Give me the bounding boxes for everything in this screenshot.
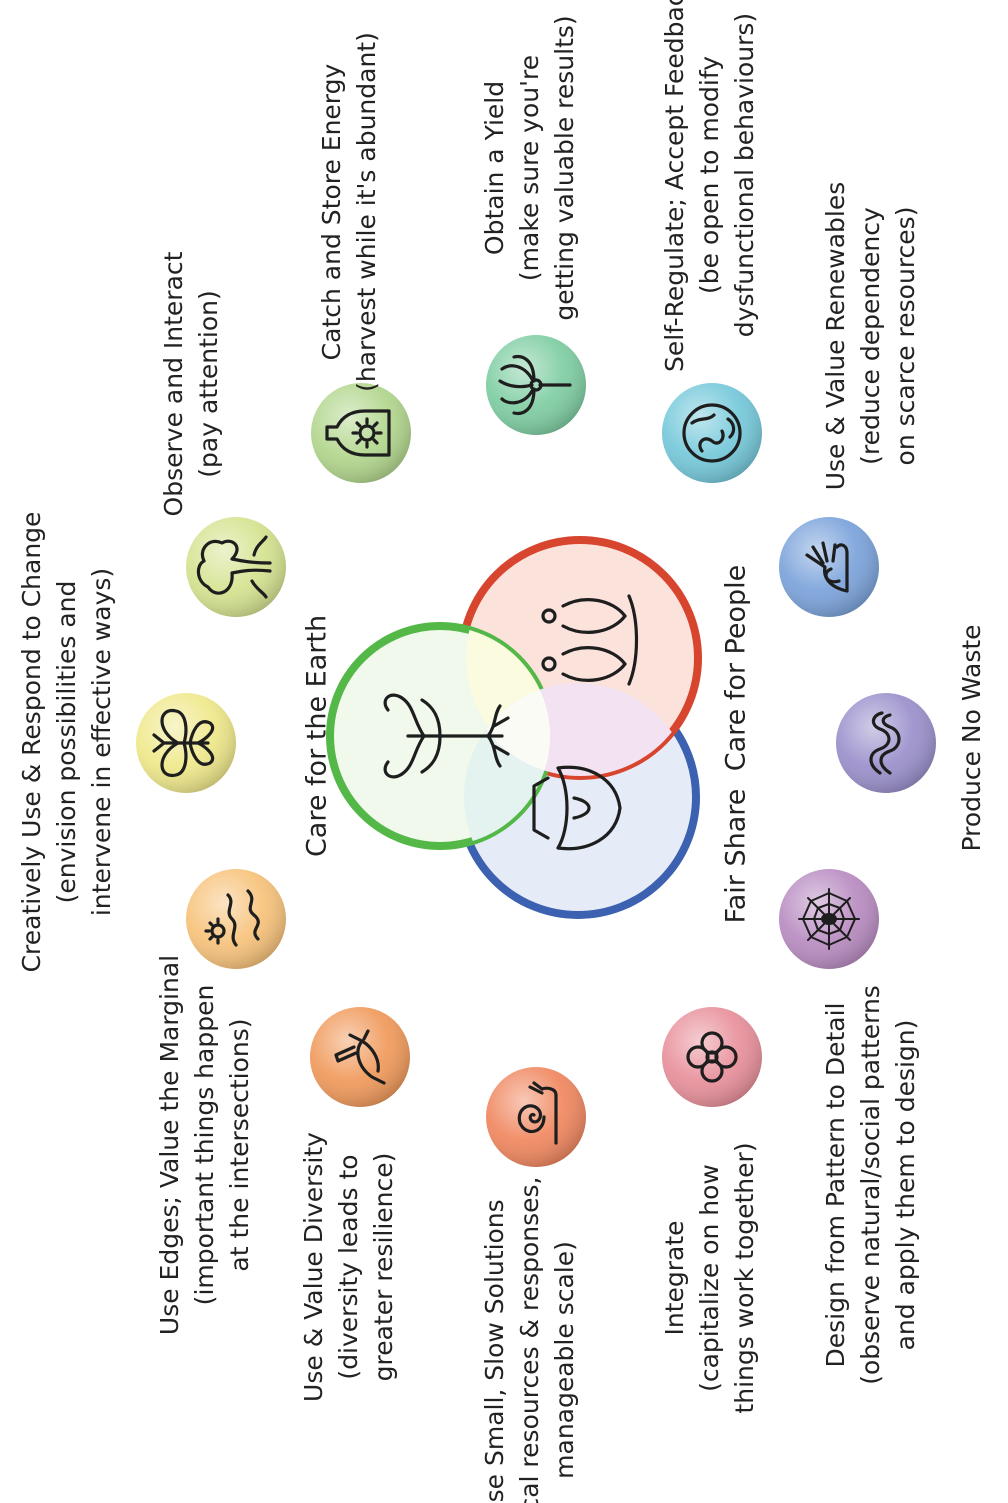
globe-icon <box>682 403 742 463</box>
principle-medallion-diversity <box>310 1007 410 1107</box>
principle-label-energy: Catch and Store Energy(harvest while it'… <box>317 32 381 392</box>
flower-integrate-icon <box>686 1031 738 1083</box>
principle-medallion-self-regulate <box>662 383 762 483</box>
venn-center-overlap <box>464 683 550 776</box>
principle-label-pattern: Design from Pattern to Detail(observe na… <box>821 985 920 1385</box>
principle-label-small-slow: Use Small, Slow Solutions(local resource… <box>480 1176 579 1503</box>
ethic-label-people: Care for People <box>721 565 752 772</box>
principle-label-diversity: Use & Value Diversity(diversity leads to… <box>299 1132 398 1402</box>
principle-label-renewables: Use & Value Renewables(reduce dependency… <box>821 182 920 491</box>
principle-medallion-integrate <box>662 1007 762 1107</box>
principle-medallion-renewables <box>779 517 879 617</box>
tree-icon <box>196 535 272 599</box>
principle-label-observe: Observe and Interact(pay attention) <box>159 251 223 516</box>
principle-medallion-pattern <box>779 869 879 969</box>
principle-label-edges: Use Edges; Value the Marginal(important … <box>155 955 254 1335</box>
spider-web-icon <box>798 888 860 950</box>
principle-label-self-regulate: Self-Regulate; Accept Feedback(be open t… <box>660 0 759 372</box>
principle-label-change: Creatively Use & Respond to Change(envis… <box>17 512 116 973</box>
snail-hand-icon <box>805 541 849 593</box>
ethic-label-fair-share: Fair Share <box>721 789 752 924</box>
principle-labels: Use & Value Diversity(diversity leads to… <box>17 0 986 1503</box>
butterfly-icon <box>152 709 215 777</box>
cupped-hands-icon <box>532 765 622 851</box>
principle-medallion-observe <box>186 517 286 617</box>
principle-medallion-yield <box>486 335 586 435</box>
principle-medallion-small-slow <box>486 1067 586 1167</box>
rabbit-icon <box>334 1029 386 1085</box>
principle-medallion-change <box>136 693 236 793</box>
principle-medallion-edges <box>186 869 286 969</box>
sun-jar-icon <box>325 409 391 457</box>
snail-icon <box>517 1081 558 1145</box>
people-figures-icon <box>541 594 639 686</box>
worm-icon <box>869 711 901 775</box>
principle-medallions <box>136 335 936 1167</box>
principle-medallion-energy <box>311 383 411 483</box>
carrot-icon <box>498 354 572 416</box>
principle-medallion-no-waste <box>836 693 936 793</box>
tree-roots-icon <box>383 693 510 779</box>
ethics-venn: Care for the Earth Care for People Fair … <box>302 536 752 924</box>
sun-wave-icon <box>204 889 260 947</box>
principle-label-no-waste: Produce No Waste <box>957 624 986 851</box>
ethic-label-earth: Care for the Earth <box>302 615 333 857</box>
